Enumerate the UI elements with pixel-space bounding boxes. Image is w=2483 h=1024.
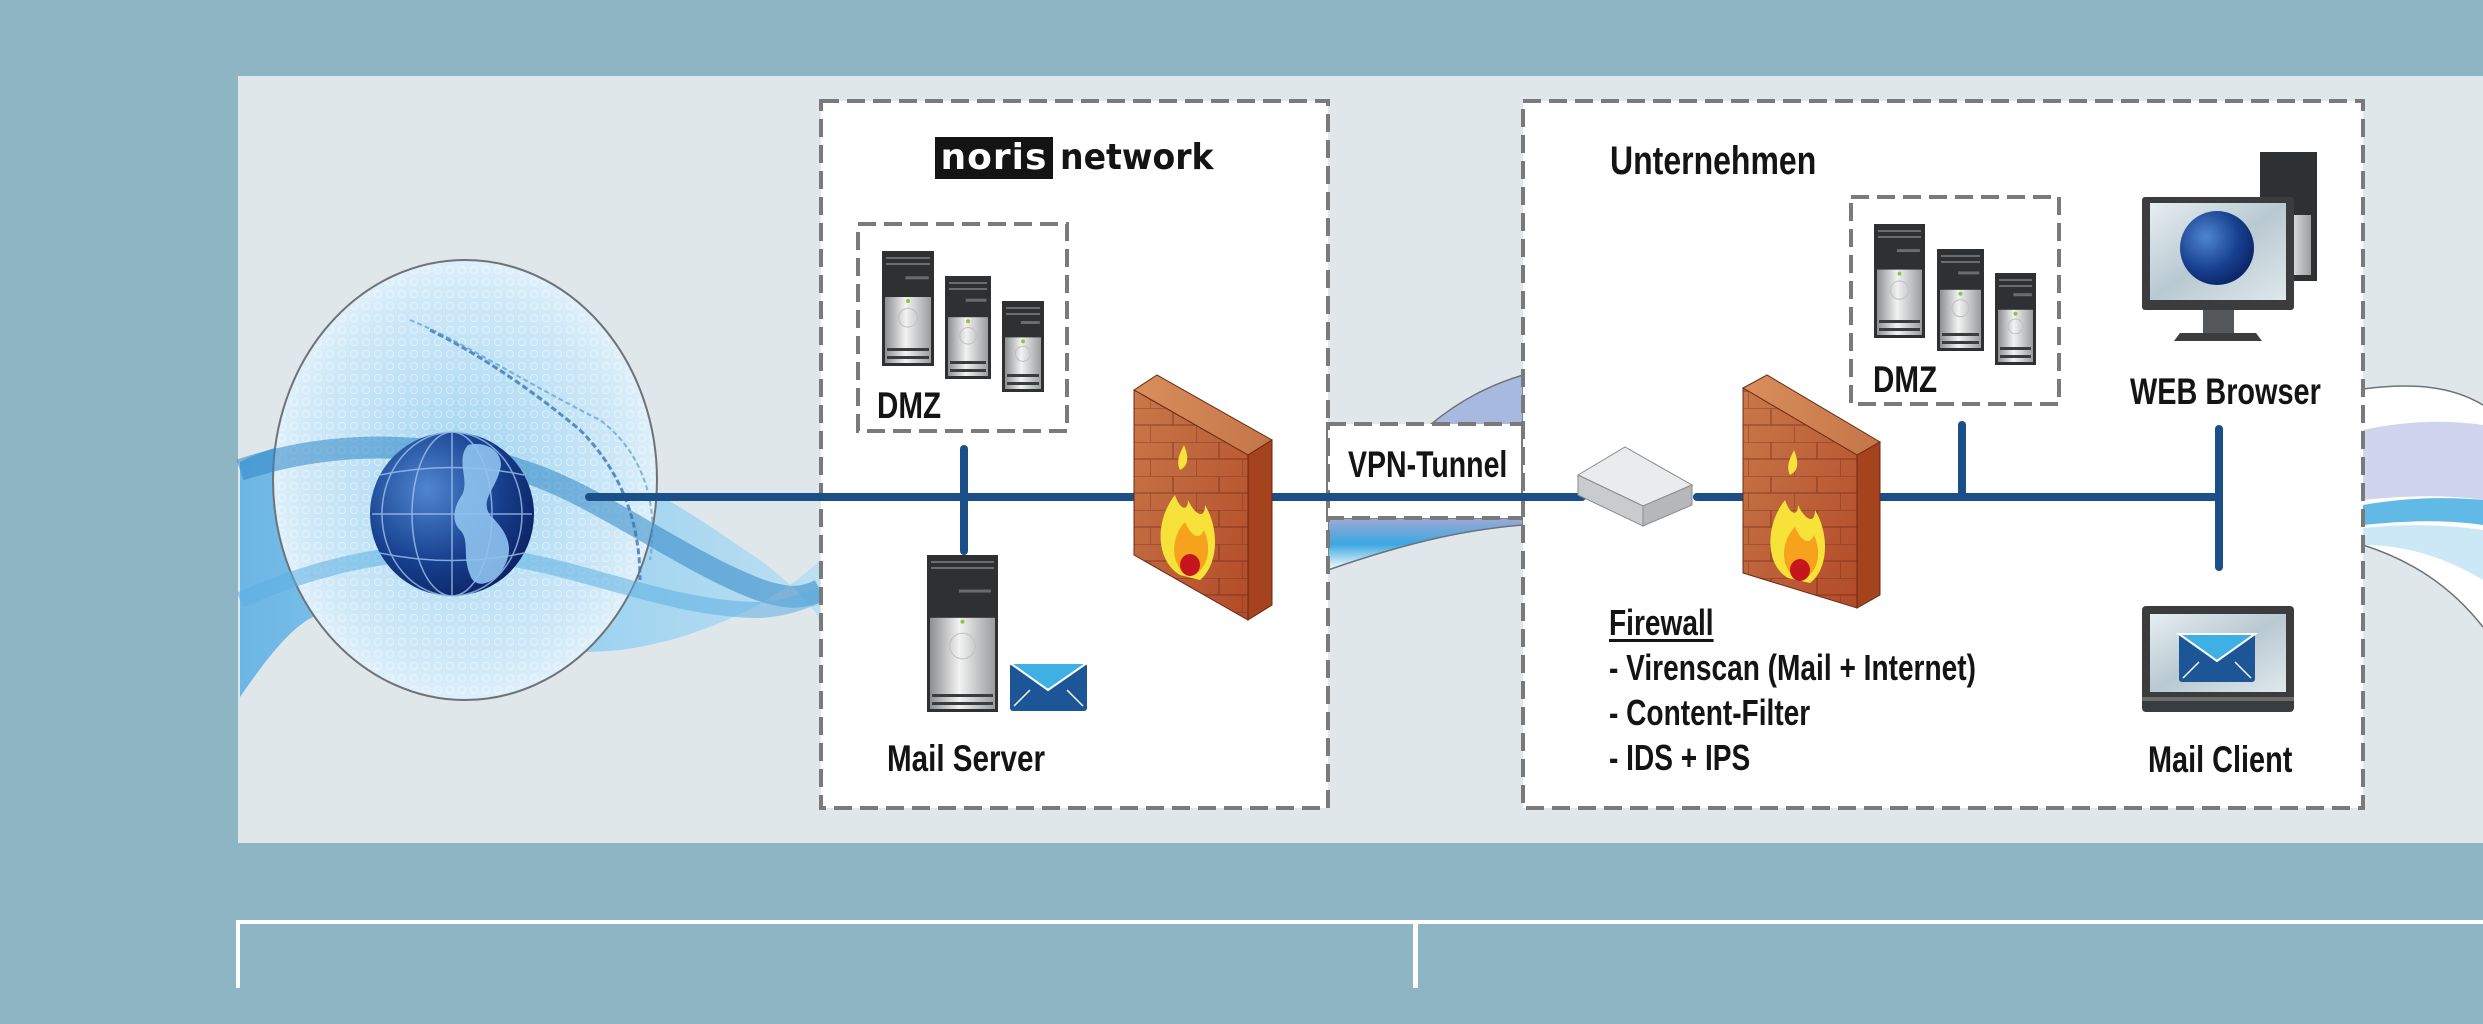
provider-dmz-label: DMZ	[877, 385, 942, 426]
data-wave-gap-bottom	[1327, 517, 1524, 572]
firewall-feature: - IDS + IPS	[1609, 737, 1751, 778]
firewall-feature: - Virenscan (Mail + Internet)	[1609, 647, 1976, 688]
firewall-feature: - Content-Filter	[1609, 692, 1811, 733]
server-tower-icon	[1002, 301, 1044, 392]
globe-icon	[2180, 211, 2254, 285]
server-tower-icon	[1995, 273, 2036, 365]
firewall-feature-list: Firewall - Virenscan (Mail + Internet) -…	[1609, 605, 1976, 785]
provider-logo-badge: noris	[935, 137, 1053, 179]
server-tower-icon	[1937, 249, 1984, 351]
server-tower-icon	[927, 555, 998, 712]
envelope-icon	[1006, 662, 1091, 711]
vpn-tunnel-label: VPN-Tunnel	[1348, 444, 1508, 485]
company-title: Unternehmen	[1610, 139, 1817, 183]
server-tower-icon	[1874, 224, 1925, 338]
brick-firewall-icon	[1133, 374, 1273, 621]
envelope-icon	[2175, 633, 2259, 682]
web-browser-label: WEB Browser	[2130, 371, 2321, 412]
server-tower-icon	[945, 276, 991, 379]
footer-left-tick	[236, 920, 240, 988]
laptop-icon	[2142, 606, 2294, 712]
server-tower-icon	[882, 251, 934, 366]
mail-server-label: Mail Server	[887, 738, 1045, 779]
brick-firewall-icon	[1741, 374, 1881, 609]
router-box-icon	[1576, 446, 1694, 527]
company-dmz-label: DMZ	[1873, 359, 1938, 400]
footer-rule	[236, 920, 2483, 924]
network-links	[585, 421, 2223, 571]
footer-mid-tick	[1413, 920, 1418, 988]
data-wave-gap-top	[1427, 373, 1524, 426]
provider-logo-word: network	[1060, 137, 1214, 178]
firewall-title: Firewall	[1609, 602, 1714, 643]
monitor-icon	[2142, 152, 2317, 341]
mail-client-label: Mail Client	[2148, 739, 2293, 780]
internet-cloud	[236, 259, 826, 701]
